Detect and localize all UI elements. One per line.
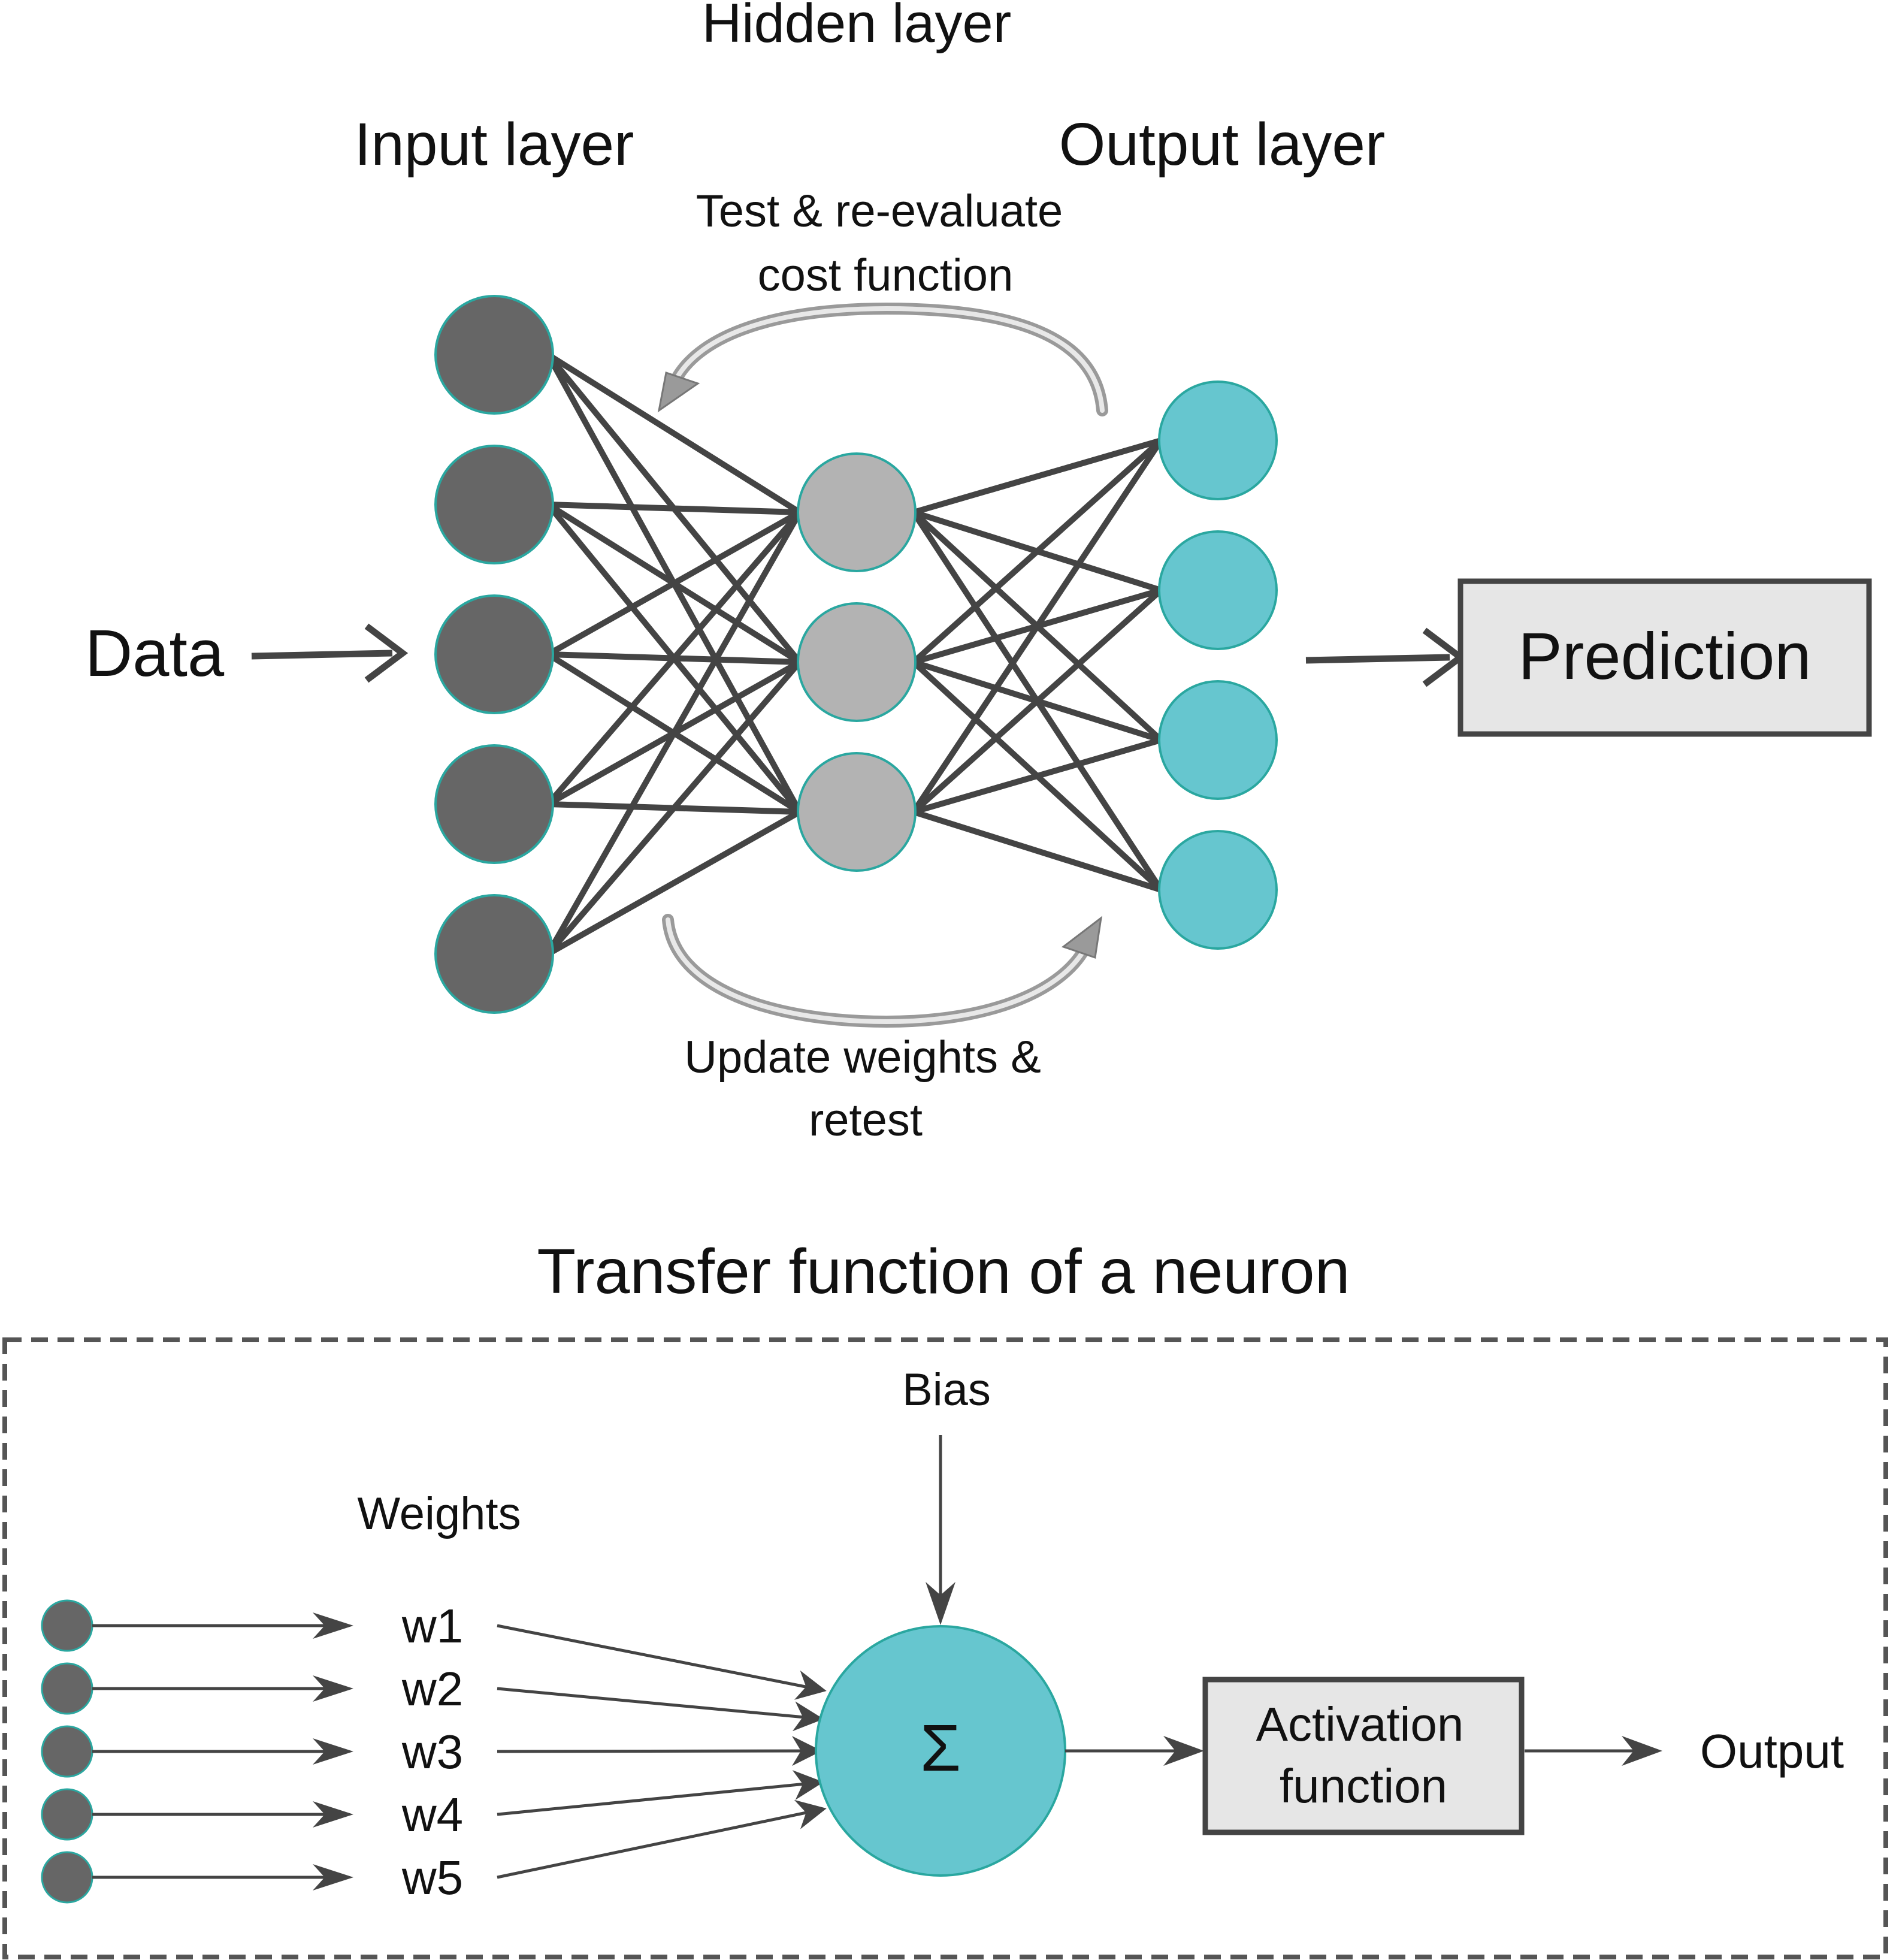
edge-input-4-hidden-1 (546, 510, 802, 807)
edge-hidden-3-output-2 (911, 588, 1163, 814)
neuron-inputs: w1 w2 w3 w4 w5 (41, 1599, 827, 1904)
input-layer-title: Input layer (355, 111, 634, 178)
edge-input-5-hidden-1 (545, 511, 803, 956)
output-label: Output (1700, 1725, 1844, 1778)
bias-label: Bias (902, 1364, 991, 1415)
input-layer-nodes (434, 295, 554, 1014)
neuron-input-arrowhead-3 (313, 1738, 353, 1765)
edge-input-5-hidden-3 (546, 809, 802, 957)
edge-hidden-2-output-1 (911, 438, 1163, 665)
sum-to-activation-arrow (1065, 1736, 1204, 1766)
weight-to-sum-arrow-2 (497, 1687, 824, 1732)
bottom-arrow-label-line2: retest (809, 1095, 923, 1146)
prediction-arrow (1305, 627, 1466, 687)
neuron-input-arrowhead-1 (313, 1612, 353, 1639)
weight-label-2: w2 (401, 1662, 463, 1716)
neuron-input-dot-5 (41, 1851, 93, 1904)
top-arrow-label-line1: Test & re-evaluate (696, 186, 1063, 237)
data-label: Data (85, 617, 225, 690)
sum-symbol: Σ (920, 1711, 961, 1785)
bottom-arrow-label-line1: Update weights & (684, 1032, 1041, 1083)
edge-input-3-hidden-1 (546, 509, 802, 657)
data-arrow (251, 623, 409, 683)
neuron-title: Transfer function of a neuron (537, 1236, 1350, 1307)
edge-input-5-hidden-2 (546, 660, 802, 956)
weight-to-sum-arrow-5 (497, 1799, 827, 1879)
network-edges (545, 352, 1164, 957)
weight-label-5: w5 (401, 1851, 463, 1904)
network-section: Hidden layer Input layer Output layer Te… (85, 0, 1872, 1146)
weights-label: Weights (357, 1488, 521, 1539)
output-node-2 (1158, 530, 1278, 650)
output-layer-nodes (1158, 380, 1278, 950)
neuron-input-arrowhead-2 (313, 1675, 353, 1702)
weight-to-sum-arrow-4 (497, 1770, 824, 1816)
prediction-box (1457, 578, 1872, 737)
activation-to-output-arrow (1525, 1736, 1662, 1766)
output-node-4 (1158, 830, 1278, 950)
hidden-layer-nodes (797, 452, 917, 872)
input-node-5 (434, 894, 554, 1014)
edge-hidden-3-output-3 (912, 737, 1162, 815)
weight-to-sum-arrow-1 (497, 1624, 827, 1700)
hidden-node-3 (797, 752, 917, 872)
edge-input-1-hidden-1 (546, 352, 802, 515)
output-node-3 (1158, 680, 1278, 800)
neuron-input-arrowhead-5 (313, 1864, 353, 1890)
neuron-input-dot-3 (41, 1725, 93, 1778)
edge-input-2-hidden-1 (548, 502, 800, 515)
bias-arrow (926, 1435, 955, 1625)
input-node-2 (434, 445, 554, 564)
weight-label-4: w4 (401, 1788, 463, 1841)
input-node-3 (434, 594, 554, 714)
hidden-node-2 (797, 602, 917, 722)
activation-box (1202, 1677, 1525, 1835)
hidden-node-1 (797, 452, 917, 572)
weight-label-1: w1 (401, 1599, 463, 1653)
input-node-1 (434, 295, 554, 415)
output-layer-title: Output layer (1059, 111, 1386, 178)
neuron-input-arrowhead-4 (313, 1801, 353, 1828)
update-weights-arrow (662, 914, 1103, 1028)
neuron-input-dot-2 (41, 1662, 93, 1715)
neuron-dashed-border (2, 1337, 1888, 1959)
backprop-arrow (657, 302, 1108, 416)
neuron-section: Transfer function of a neuron Bias Weigh… (2, 1236, 1888, 1959)
activation-label-line2: function (1280, 1759, 1447, 1813)
neuron-input-dot-4 (41, 1788, 93, 1841)
input-node-4 (434, 744, 554, 864)
neuron-input-dot-1 (41, 1599, 93, 1652)
weight-label-3: w3 (401, 1725, 463, 1778)
hidden-layer-title: Hidden layer (702, 0, 1012, 54)
edge-hidden-1-output-1 (912, 437, 1162, 515)
prediction-label: Prediction (1518, 620, 1811, 693)
edge-hidden-3-output-4 (912, 809, 1162, 893)
activation-label-line1: Activation (1256, 1698, 1464, 1751)
top-arrow-label-line2: cost function (758, 250, 1014, 301)
edge-hidden-3-output-1 (911, 439, 1164, 814)
output-node-1 (1158, 380, 1278, 500)
